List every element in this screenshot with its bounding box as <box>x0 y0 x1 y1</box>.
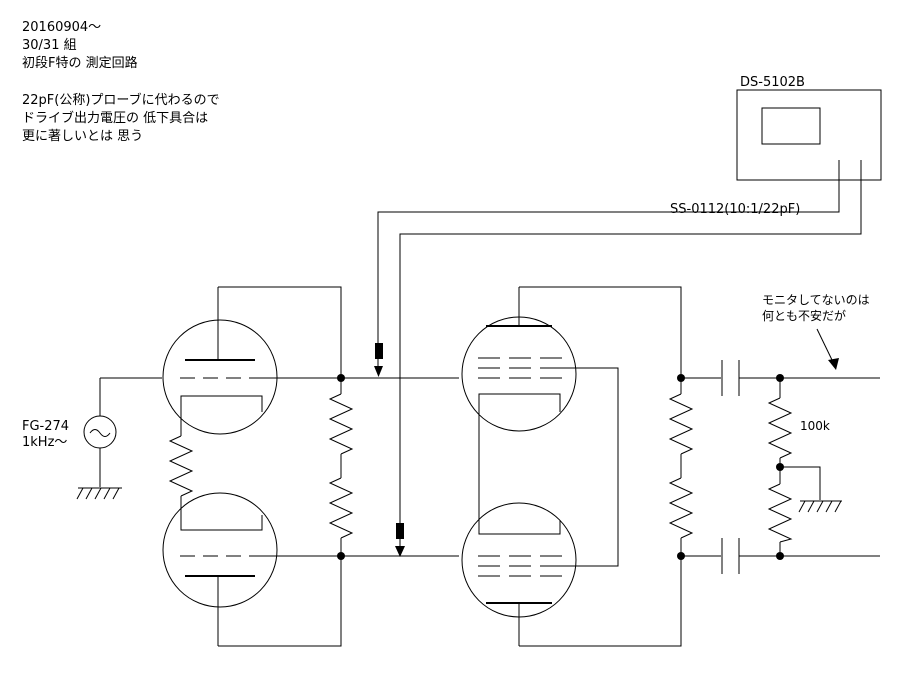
note-drive: ドライブ出力電圧の 低下具合は <box>22 111 209 126</box>
tube-1-lower <box>162 492 278 646</box>
oscilloscope <box>377 89 882 548</box>
monitor-note-1: モニタしてないのは <box>762 293 870 307</box>
tube-2-lower <box>461 502 577 646</box>
stage-2-wiring <box>478 286 721 647</box>
probe-tip-icon <box>374 343 405 557</box>
ground-icon <box>798 500 842 513</box>
note-title: 初段F特の 測定回路 <box>22 56 138 71</box>
oscilloscope-label: DS-5102B <box>740 75 805 90</box>
tube-1-upper <box>162 287 278 435</box>
sine-source-icon <box>83 377 162 487</box>
monitor-note-2: 何とも不安だが <box>762 309 847 323</box>
output-network <box>721 360 880 574</box>
resistor-value-label: 100k <box>800 419 830 433</box>
tube-2-upper <box>461 287 577 432</box>
generator-frequency: 1kHz～ <box>22 435 68 450</box>
note-remark: 更に著しいとは 思う <box>22 129 144 144</box>
generator-label: FG-274 <box>22 419 70 434</box>
annotation-arrow <box>816 328 839 370</box>
stage-1-wiring <box>168 286 459 647</box>
note-unit: 30/31 組 <box>22 38 77 53</box>
note-probe: 22pF(公称)プローブに代わるので <box>22 93 220 108</box>
ground-icon <box>76 487 122 500</box>
note-date: 20160904～ <box>22 20 102 35</box>
probe-label: SS-0112(10:1/22pF) <box>670 202 801 217</box>
